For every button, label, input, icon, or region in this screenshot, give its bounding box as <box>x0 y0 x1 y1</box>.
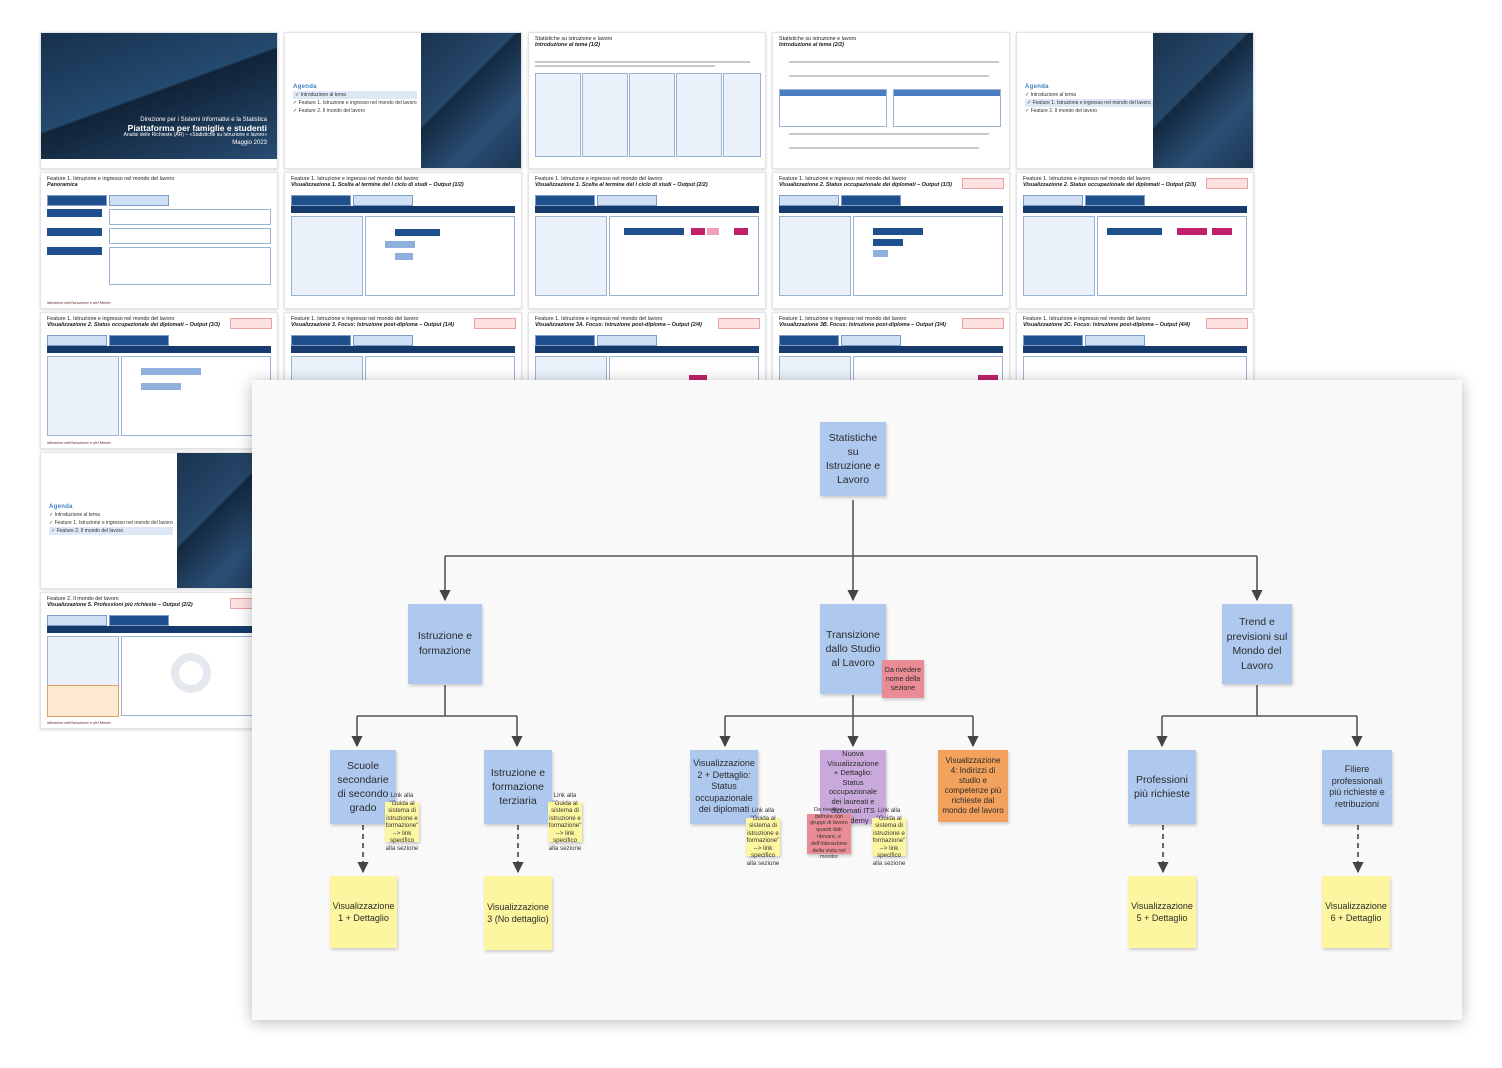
sticky-link-guida-3[interactable]: Link alla "Guida al sistema di istruzion… <box>746 807 780 867</box>
note-rivedere-nome[interactable]: Da rivedere nome della sezione <box>882 660 924 698</box>
sticky-link-guida-1[interactable]: Link alla "Guida al sistema di istruzion… <box>385 792 419 852</box>
slide-v1-2[interactable]: Feature 1. Istruzione e ingresso nel mon… <box>528 172 766 309</box>
slide-header: Feature 1. Istruzione e ingresso nel mon… <box>1023 176 1196 189</box>
node-filiere-professionali[interactable]: Filiere professionali più richieste e re… <box>1322 750 1392 824</box>
slide-header: Feature 1. Istruzione e ingresso nel mon… <box>291 316 455 329</box>
node-professioni-richieste[interactable]: Professioni più richieste <box>1128 750 1196 824</box>
branch-istruzione-formazione[interactable]: Istruzione e formazione <box>408 604 482 684</box>
slide-agenda-1[interactable]: Agenda ✓ Introduzione al tema ✓ Feature … <box>284 32 522 169</box>
node-visualizzazione-4[interactable]: Visualizzazione 4: Indirizzi di studio e… <box>938 750 1008 822</box>
cover-footer <box>41 159 277 168</box>
slide-artwork <box>421 33 521 168</box>
cover-subtitle: Analisi delle Richieste (AR) – «Statisti… <box>123 132 267 138</box>
slide-v2-2[interactable]: Feature 1. Istruzione e ingresso nel mon… <box>1016 172 1254 309</box>
sticky-da-rivedere[interactable]: Da rivedere: definire con gruppi di lavo… <box>807 807 851 860</box>
agenda-item: ✓ Feature 1. Istruzione e ingresso nel m… <box>49 520 173 526</box>
leaf-visualizzazione-5[interactable]: Visualizzazione 5 + Dettaglio <box>1128 876 1196 948</box>
slide-header: Feature 1. Istruzione e ingresso nel mon… <box>535 176 708 189</box>
leaf-visualizzazione-3[interactable]: Visualizzazione 3 (No dettaglio) <box>484 876 552 950</box>
slide-footer: Ministero dell'Istruzione e del Merito <box>47 440 111 445</box>
leaf-visualizzazione-6[interactable]: Visualizzazione 6 + Dettaglio <box>1322 876 1390 948</box>
agenda-item: ✓ Introduzione al tema <box>293 91 417 99</box>
agenda-title: Agenda <box>1025 84 1049 90</box>
slide-header: Feature 1. Istruzione e ingresso nel mon… <box>1023 316 1190 329</box>
node-nuova-visualizzazione[interactable]: Nuova Visualizzazione + Dettaglio: Statu… <box>820 749 886 825</box>
slide-header: Feature 1. Istruzione e ingresso nel mon… <box>47 316 220 329</box>
agenda-item: ✓ Feature 2. Il mondo del lavoro <box>1025 108 1098 114</box>
slide-header: Feature 1. Istruzione e ingresso nel mon… <box>291 176 464 189</box>
branch-transizione-studio-lavoro[interactable]: Transizione dallo Studio al Lavoro <box>820 604 886 694</box>
slide-cover[interactable]: Direzione per i Sistemi Informativi e la… <box>40 32 278 169</box>
branch-trend-previsioni[interactable]: Trend e previsioni sul Mondo del Lavoro <box>1222 604 1292 684</box>
agenda-item: ✓ Feature 2. Il mondo del lavoro <box>49 527 173 535</box>
cover-title: Piattaforma per famiglie e studenti <box>127 122 267 133</box>
connector-lines <box>351 500 1364 874</box>
slide-header: Feature 1. Istruzione e ingresso nel mon… <box>47 176 175 189</box>
node-istruzione-terziaria[interactable]: Istruzione e formazione terziaria <box>484 750 552 824</box>
slide-v2-1[interactable]: Feature 1. Istruzione e ingresso nel mon… <box>772 172 1010 309</box>
node-visualizzazione-2[interactable]: Visualizzazione 2 + Dettaglio: Status oc… <box>690 750 758 824</box>
slide-header: Feature 1. Istruzione e ingresso nel mon… <box>779 176 952 189</box>
sticky-link-guida-2[interactable]: Link alla "Guida al sistema di istruzion… <box>548 792 582 852</box>
agenda-item: ✓ Introduzione al tema <box>49 512 100 518</box>
slide-footer: Ministero dell'Istruzione e del Merito <box>47 300 111 305</box>
agenda-title: Agenda <box>293 84 317 90</box>
agenda-item: ✓ Feature 1. Istruzione e ingresso nel m… <box>1025 99 1153 107</box>
cover-text: Direzione per i Sistemi Informativi e la… <box>124 117 267 147</box>
agenda-list: Agenda ✓ Introduzione al tema ✓ Feature … <box>1025 83 1153 115</box>
cover-department: Direzione per i Sistemi Informativi e la… <box>140 117 267 123</box>
slide-agenda-3[interactable]: Agenda ✓ Introduzione al tema ✓ Feature … <box>40 452 278 589</box>
agenda-item: ✓ Introduzione al tema <box>1025 92 1076 98</box>
agenda-title: Agenda <box>49 504 73 510</box>
cover-date: Maggio 2023 <box>232 139 267 146</box>
slide-header: Feature 1. Istruzione e ingresso nel mon… <box>779 316 946 329</box>
mindmap-board: Statistiche su Istruzione e Lavoro Istru… <box>252 380 1462 1020</box>
slide-artwork <box>1153 33 1253 168</box>
slide-v2-3[interactable]: Feature 1. Istruzione e ingresso nel mon… <box>40 312 278 449</box>
slide-v1-1[interactable]: Feature 1. Istruzione e ingresso nel mon… <box>284 172 522 309</box>
agenda-item: ✓ Feature 1. Istruzione e ingresso nel m… <box>293 100 417 106</box>
agenda-list: Agenda ✓ Introduzione al tema ✓ Feature … <box>49 503 173 535</box>
agenda-list: Agenda ✓ Introduzione al tema ✓ Feature … <box>293 83 417 115</box>
leaf-visualizzazione-1[interactable]: Visualizzazione 1 + Dettaglio <box>330 876 397 948</box>
slide-footer: Ministero dell'Istruzione e del Merito <box>47 720 111 725</box>
slide-header: Feature 1. Istruzione e ingresso nel mon… <box>535 316 702 329</box>
sticky-link-guida-4[interactable]: Link alla "Guida al sistema di istruzion… <box>872 807 906 867</box>
root-node[interactable]: Statistiche su Istruzione e Lavoro <box>820 422 886 496</box>
agenda-item: ✓ Feature 2. Il mondo del lavoro <box>293 108 366 114</box>
slide-f1-panoramica[interactable]: Feature 1. Istruzione e ingresso nel mon… <box>40 172 278 309</box>
slide-agenda-2[interactable]: Agenda ✓ Introduzione al tema ✓ Feature … <box>1016 32 1254 169</box>
